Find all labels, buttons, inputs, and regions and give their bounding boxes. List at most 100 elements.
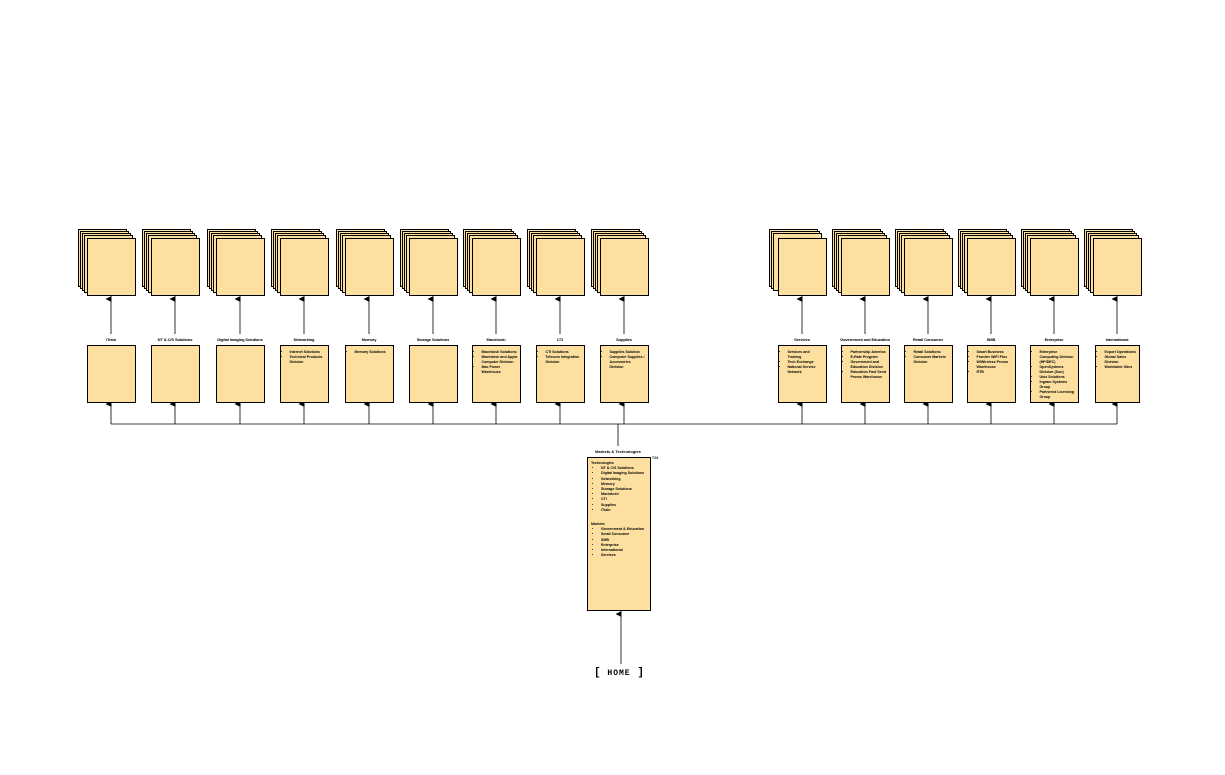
branch-items: Smart BusinessFrontier WiFi PlusWiWirele…: [968, 346, 1015, 375]
home-label: HOME: [607, 669, 631, 678]
branch-title: Digital Imaging Solutions: [217, 337, 263, 342]
branch-item: Mac Power Warehouse: [482, 365, 518, 375]
branch-box[interactable]: Memory Solutions: [344, 345, 394, 403]
page-sheet: [536, 238, 585, 296]
branch-item: Technical Products Division: [290, 355, 326, 365]
branch-box[interactable]: Partnership AmericaE-Rate ProgramGovernm…: [840, 345, 890, 403]
branch-items: Retail SolutionsConsumer Markets Divisio…: [905, 346, 952, 365]
branch-item: Computer Supplies / Accessories Division: [610, 355, 646, 370]
branch-item: RTB: [977, 370, 1013, 375]
branch-box[interactable]: [86, 345, 136, 403]
branch-items: Memory Solutions: [346, 346, 393, 355]
branch-item: WiWireless Promo Warehouse: [977, 360, 1013, 370]
branch-items: Internet SolutionsTechnical Products Div…: [281, 346, 328, 365]
page-stack[interactable]: [1084, 229, 1145, 297]
page-sheet: [1030, 238, 1079, 296]
branch-box[interactable]: [215, 345, 265, 403]
page-stack[interactable]: [336, 229, 397, 297]
hub-tag: T.01: [652, 456, 659, 460]
right-bracket: ]: [637, 667, 644, 679]
technology-item: NT & C/S Solutions: [601, 466, 648, 471]
branch-item: Unix Solutions: [1040, 375, 1076, 380]
branch-title: NT & C/S Solutions: [157, 337, 193, 342]
page-stack[interactable]: [832, 229, 893, 297]
branch-items: Services and TrainingTech ExchangeNation…: [779, 346, 826, 375]
technology-item: Memory: [601, 482, 648, 487]
page-sheet: [409, 238, 458, 296]
branch-item: Internet Solutions: [290, 350, 326, 355]
branch-item: Smart Business: [977, 350, 1013, 355]
branch-item: National Service Network: [788, 365, 824, 375]
branch-item: Retail Solutions: [914, 350, 950, 355]
branch-box[interactable]: Retail SolutionsConsumer Markets Divisio…: [903, 345, 953, 403]
branch-box[interactable]: [150, 345, 200, 403]
branch-item: Partnership America: [851, 350, 887, 355]
branch-box[interactable]: Services and TrainingTech ExchangeNation…: [777, 345, 827, 403]
page-stack[interactable]: [769, 229, 830, 297]
branch-item: Worldwide Sites: [1105, 365, 1137, 370]
market-item: Government & Education: [601, 527, 648, 532]
page-sheet: [841, 238, 890, 296]
branch-item: Global Sales Division: [1105, 355, 1137, 365]
branch-box[interactable]: Supplies SolutionComputer Supplies / Acc…: [599, 345, 649, 403]
technology-item: CTI: [601, 497, 648, 502]
page-sheet: [778, 238, 827, 296]
page-sheet: [345, 238, 394, 296]
technology-item: iTrain: [601, 508, 648, 513]
page-stack[interactable]: [591, 229, 652, 297]
branch-item: Export Operations: [1105, 350, 1137, 355]
market-item: Services: [601, 553, 648, 558]
branch-item: Enterprise Computing Division (HP/DEC): [1040, 350, 1076, 365]
page-stack[interactable]: [142, 229, 203, 297]
page-sheet: [1093, 238, 1142, 296]
page-stack[interactable]: [463, 229, 524, 297]
branch-box[interactable]: Internet SolutionsTechnical Products Div…: [279, 345, 329, 403]
market-item: SMB: [601, 538, 648, 543]
page-sheet: [216, 238, 265, 296]
page-stack[interactable]: [400, 229, 461, 297]
branch-item: Frontier WiFi Plus: [977, 355, 1013, 360]
branch-item: Macintosh Solutions: [482, 350, 518, 355]
technology-item: Storage Solutions: [601, 487, 648, 492]
branch-box[interactable]: Smart BusinessFrontier WiFi PlusWiWirele…: [966, 345, 1016, 403]
page-stack[interactable]: [207, 229, 268, 297]
market-item: Small Consumer: [601, 532, 648, 537]
page-stack[interactable]: [958, 229, 1019, 297]
branch-title: Services: [794, 337, 810, 342]
branch-title: Networking: [293, 337, 315, 342]
branch-item: Telecom Integration Division: [546, 355, 582, 365]
branch-title: Storage Solutions: [416, 337, 450, 342]
branch-items: CTI SolutionsTelecom Integration Divisio…: [537, 346, 584, 365]
page-stack[interactable]: [895, 229, 956, 297]
branch-box[interactable]: Enterprise Computing Division (HP/DEC)Op…: [1029, 345, 1079, 403]
branch-box[interactable]: Export OperationsGlobal Sales DivisionWo…: [1094, 345, 1140, 403]
branch-item: Consumer Markets Division: [914, 355, 950, 365]
page-sheet: [967, 238, 1016, 296]
technologies-heading: Technologies: [591, 461, 614, 465]
branch-box[interactable]: [408, 345, 458, 403]
page-stack[interactable]: [527, 229, 588, 297]
branch-item: E-Rate Program: [851, 355, 887, 360]
branch-box[interactable]: CTI SolutionsTelecom Integration Divisio…: [535, 345, 585, 403]
page-sheet: [904, 238, 953, 296]
page-stack[interactable]: [1021, 229, 1082, 297]
page-stack[interactable]: [271, 229, 332, 297]
branch-item: Ingram Systems Group: [1040, 380, 1076, 390]
page-stack[interactable]: [78, 229, 139, 297]
hub-title: Markets & Technologies: [595, 449, 641, 454]
branch-items: Export OperationsGlobal Sales DivisionWo…: [1096, 346, 1139, 370]
branch-item: Partnered Licensing Group: [1040, 390, 1076, 400]
branch-items: Supplies SolutionComputer Supplies / Acc…: [601, 346, 648, 370]
home-button[interactable]: [ HOME ]: [594, 666, 644, 680]
branch-title: CTI: [556, 337, 564, 342]
branch-items: Partnership AmericaE-Rate ProgramGovernm…: [842, 346, 889, 380]
page-sheet: [280, 238, 329, 296]
page-sheet: [151, 238, 200, 296]
branch-item: Supplies Solution: [610, 350, 646, 355]
branch-item: Tech Exchange: [788, 360, 824, 365]
